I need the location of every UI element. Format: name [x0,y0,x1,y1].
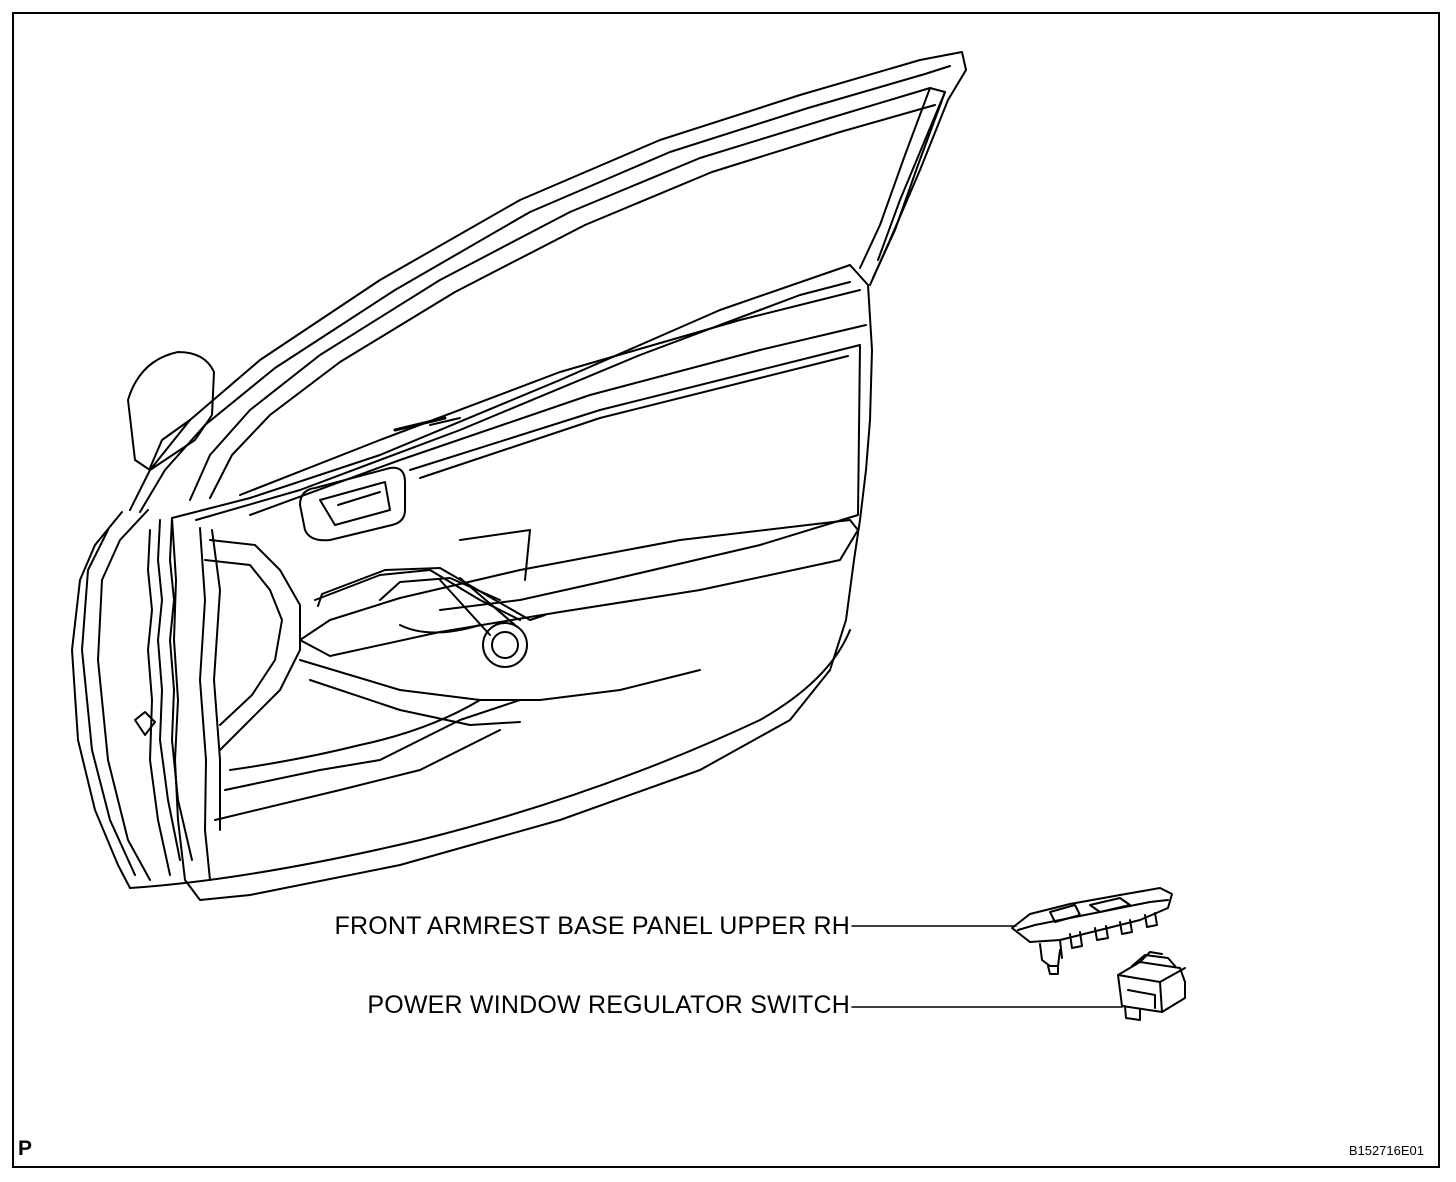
figure-id: B152716E01 [1348,1143,1424,1158]
front-door-drawing [71,51,967,901]
door-trim-panel [171,264,873,901]
corner-mark: P [18,1137,33,1160]
inside-handle-bezel [299,466,406,542]
callout-armrest-base-panel: FRONT ARMREST BASE PANEL UPPER RH [334,912,850,940]
power-window-switch-drawing [1117,951,1186,1021]
side-mirror [127,351,215,471]
callout-power-window-switch: POWER WINDOW REGULATOR SWITCH [367,991,850,1019]
diagram-frame [12,12,1440,1168]
armrest-base-panel-drawing [1011,887,1173,975]
door-lock-knob [482,622,528,668]
